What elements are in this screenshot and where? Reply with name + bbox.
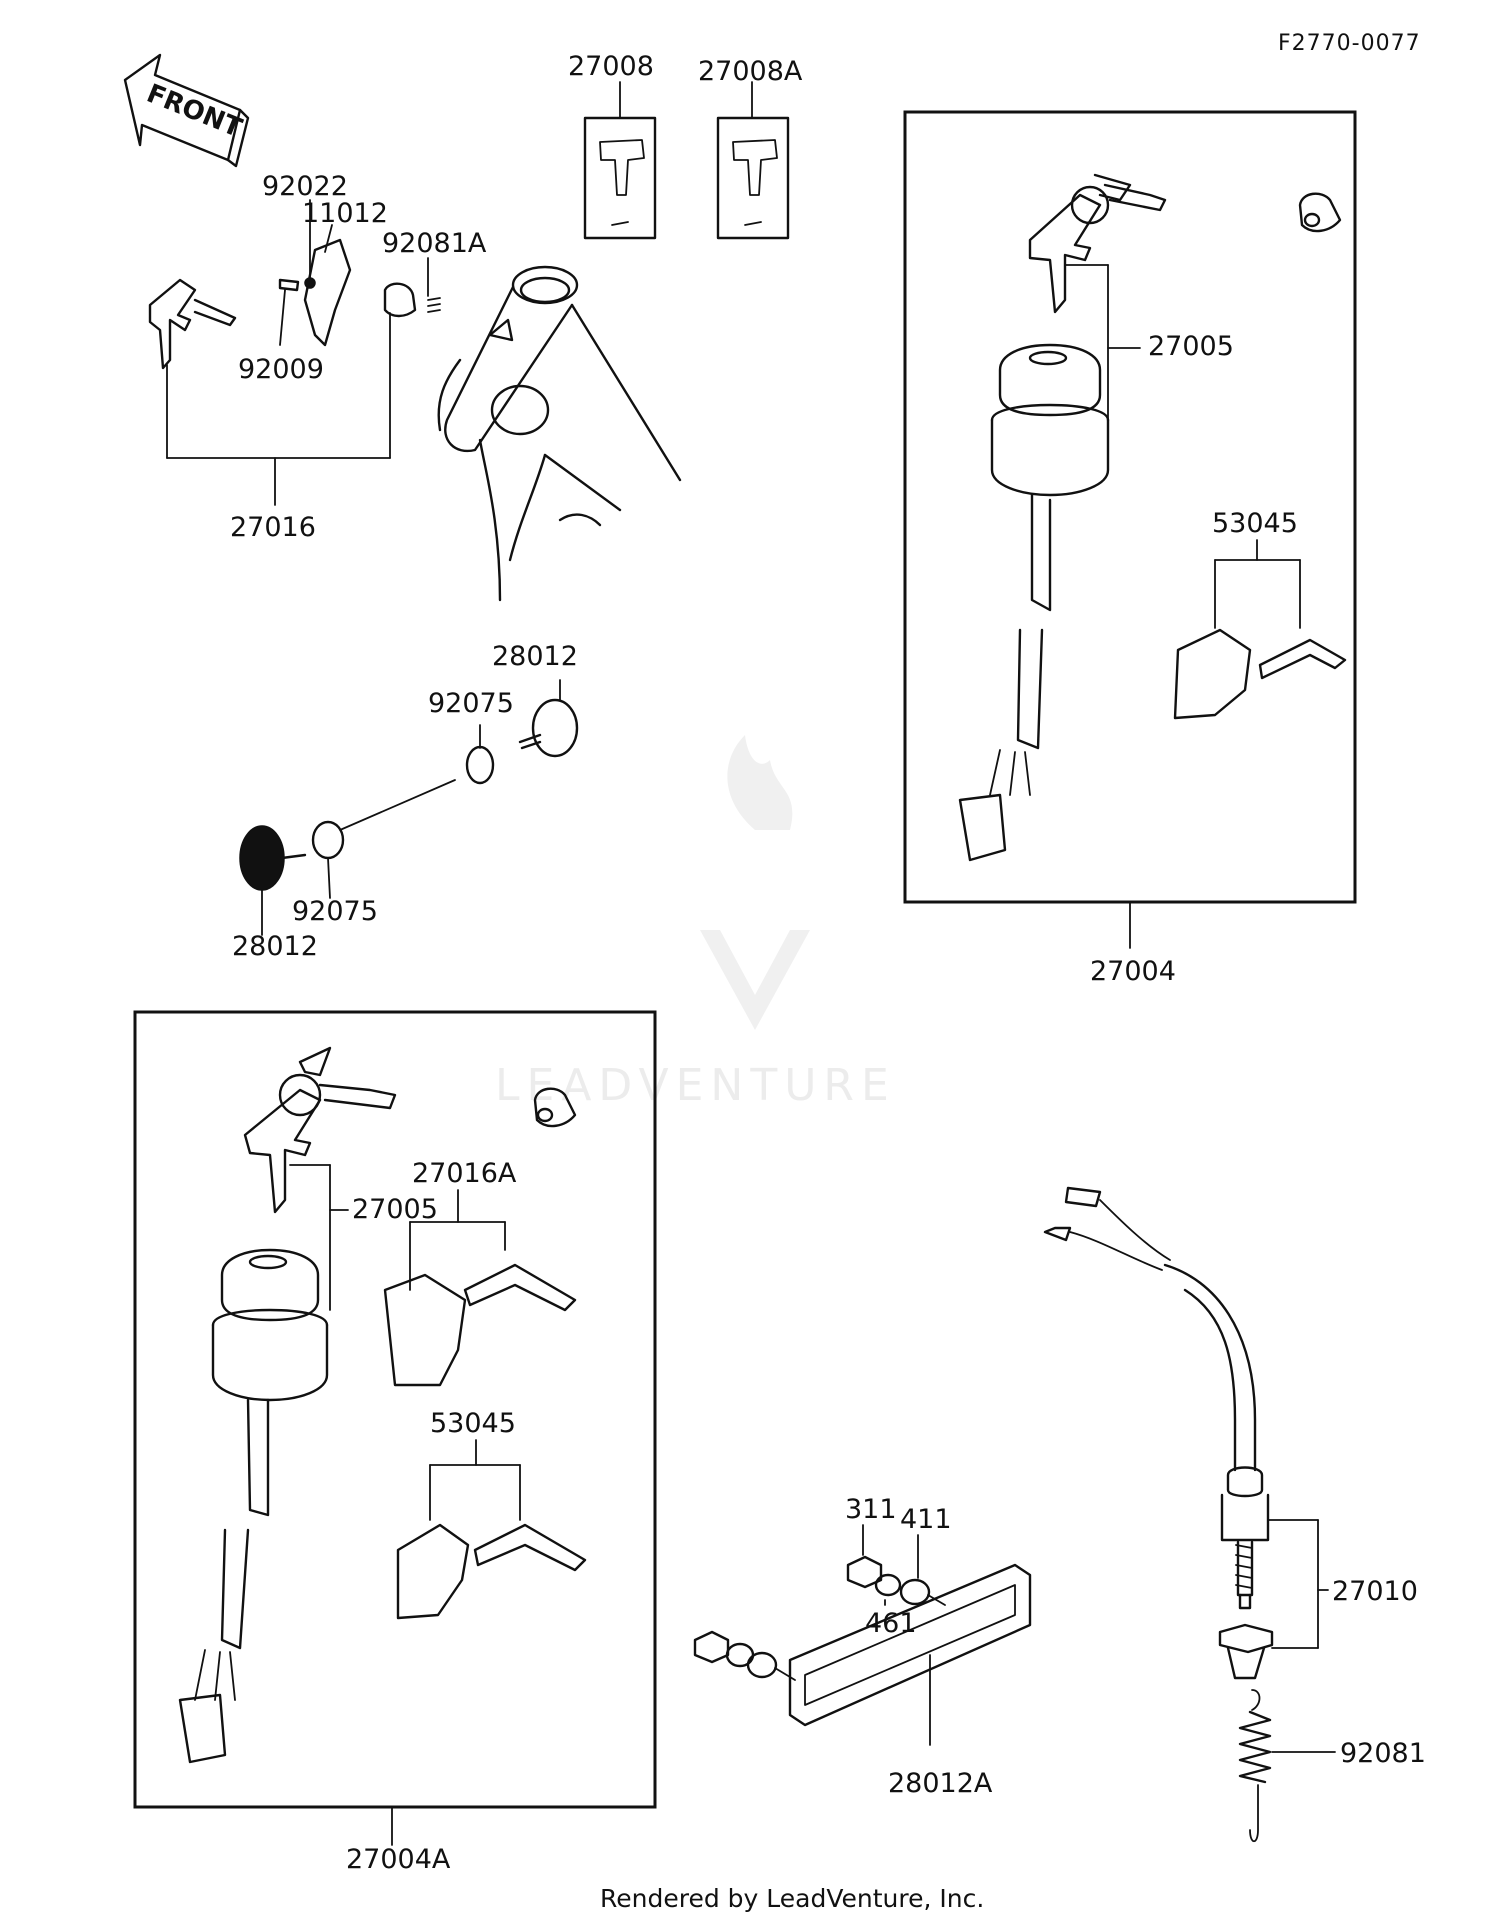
callout-27004A: 27004A bbox=[346, 1844, 451, 1875]
callout-92075-top: 92075 bbox=[428, 688, 514, 719]
watermark-text: LEADVENTURE bbox=[495, 1060, 896, 1111]
callout-27005-top: 27005 bbox=[1148, 331, 1234, 362]
key-card-27008A bbox=[716, 81, 790, 240]
diagram-code: F2770-0077 bbox=[1278, 31, 1421, 56]
callout-labels: 27008 27008A 92022 11012 92081A 92009 27… bbox=[230, 51, 1426, 1875]
callout-53045-bottom: 53045 bbox=[430, 1408, 516, 1439]
callout-27008: 27008 bbox=[568, 51, 654, 82]
callout-11012: 11012 bbox=[302, 198, 388, 229]
reflector-28012A bbox=[693, 1524, 1032, 1746]
callout-27008A: 27008A bbox=[698, 56, 803, 87]
callout-28012-top: 28012 bbox=[492, 641, 578, 672]
frame-head-tube bbox=[437, 265, 682, 602]
ignition-switch-box-27004 bbox=[903, 110, 1357, 949]
callout-92022: 92022 bbox=[262, 171, 348, 202]
callout-28012A: 28012A bbox=[888, 1768, 993, 1799]
front-arrow: FRONT bbox=[123, 53, 250, 168]
callout-27016: 27016 bbox=[230, 512, 316, 543]
callout-27016A: 27016A bbox=[412, 1158, 517, 1189]
callout-92081A: 92081A bbox=[382, 228, 487, 259]
watermark: LEADVENTURE bbox=[495, 735, 896, 1111]
key-card-27008 bbox=[583, 81, 657, 240]
callout-411: 411 bbox=[900, 1504, 952, 1535]
callout-27005-bottom: 27005 bbox=[352, 1194, 438, 1225]
callout-27010: 27010 bbox=[1332, 1576, 1418, 1607]
callout-311: 311 bbox=[845, 1494, 897, 1525]
callout-461: 461 bbox=[865, 1608, 917, 1639]
callout-92009: 92009 bbox=[238, 354, 324, 385]
callout-27004: 27004 bbox=[1090, 956, 1176, 987]
callout-28012-bottom: 28012 bbox=[232, 931, 318, 962]
callout-92075-bottom: 92075 bbox=[292, 896, 378, 927]
front-label: FRONT bbox=[142, 79, 246, 144]
credit-footer: Rendered by LeadVenture, Inc. bbox=[600, 1884, 984, 1913]
ignition-switch-box-27004A bbox=[133, 1010, 657, 1846]
brake-switch-27010 bbox=[1043, 1186, 1336, 1843]
lock-set-27016 bbox=[148, 199, 441, 506]
callout-53045-top: 53045 bbox=[1212, 508, 1298, 539]
reflector-set bbox=[239, 679, 579, 936]
callout-92081: 92081 bbox=[1340, 1738, 1426, 1769]
